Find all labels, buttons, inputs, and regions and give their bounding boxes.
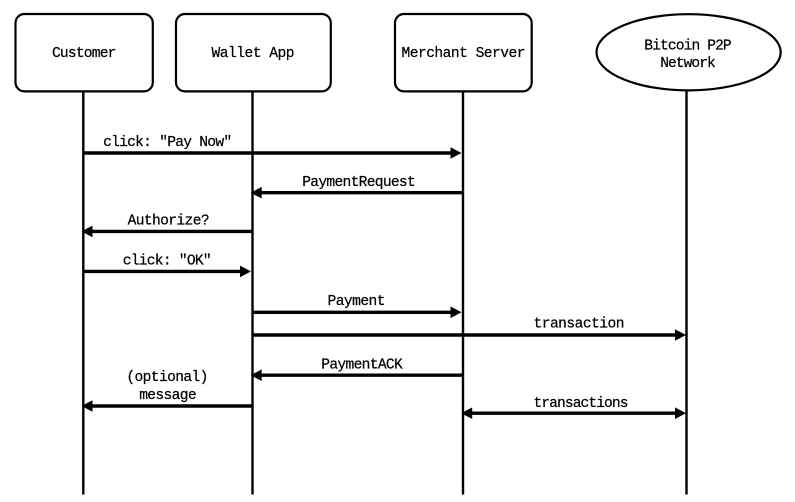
- svg-text:PaymentRequest: PaymentRequest: [302, 175, 416, 191]
- svg-text:(optional): (optional): [126, 370, 208, 386]
- svg-text:Wallet App: Wallet App: [212, 46, 295, 62]
- svg-text:Payment: Payment: [328, 294, 386, 310]
- svg-text:Bitcoin P2P: Bitcoin P2P: [644, 39, 731, 55]
- svg-text:message: message: [139, 388, 196, 404]
- svg-text:Merchant Server: Merchant Server: [402, 46, 526, 62]
- svg-text:Network: Network: [660, 56, 716, 72]
- svg-text:Customer: Customer: [52, 46, 117, 62]
- svg-text:PaymentACK: PaymentACK: [321, 357, 403, 373]
- svg-text:transaction: transaction: [534, 316, 625, 332]
- svg-text:click: "Pay Now": click: "Pay Now": [103, 135, 232, 151]
- svg-text:click: "OK": click: "OK": [123, 254, 212, 270]
- svg-text:Authorize?: Authorize?: [128, 214, 210, 230]
- svg-text:transactions: transactions: [534, 396, 629, 412]
